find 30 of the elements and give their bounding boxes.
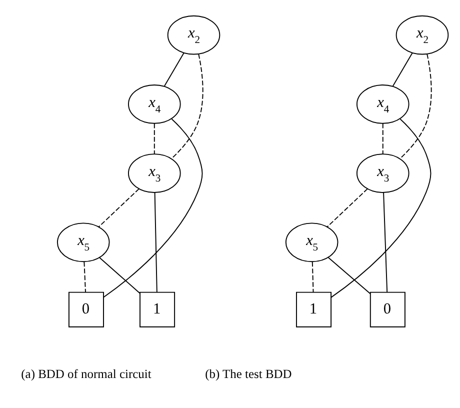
node-ellipse: x$_{4}$ [128,84,181,124]
connector [330,118,432,298]
connector [328,257,371,294]
node-ellipse: x$_{5}$ [285,222,338,262]
connector [400,54,432,159]
node-ellipse: x$_{3}$ [356,154,410,193]
connector [154,123,155,154]
node-ellipse: x$_{5}$ [56,222,110,262]
node-box: 0 [370,292,406,328]
node-box: 1 [296,292,332,328]
connector [312,261,314,293]
node-ellipse: x$_{2}$ [167,15,220,55]
node-box: 1 [140,292,176,328]
label: (a) BDD of normal circuit [21,367,152,382]
node-box: 0 [68,292,104,328]
connector [84,261,86,293]
label: (b) The test BDD [205,367,292,382]
connector [392,52,413,86]
node-ellipse: x$_{4}$ [356,84,410,124]
node-ellipse: x$_{2}$ [396,15,449,55]
node-ellipse: x$_{3}$ [128,154,181,193]
connector [154,192,158,293]
connector [103,118,203,298]
connector [98,188,140,228]
connector [326,188,368,228]
connector [171,54,204,159]
connector [382,123,384,154]
connector [98,257,140,294]
connector [383,192,388,293]
connector [164,52,184,86]
